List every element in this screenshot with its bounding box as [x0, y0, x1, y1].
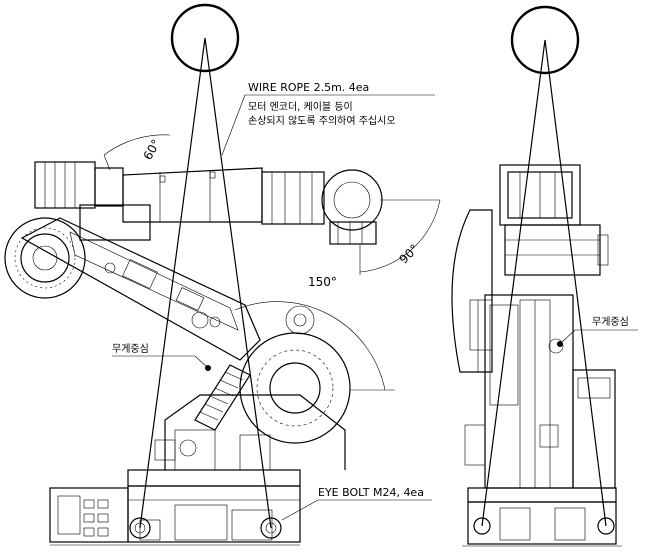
left-base	[49, 469, 301, 546]
right-wire-ropes	[481, 39, 607, 527]
left-crane-hook	[170, 3, 240, 73]
left-view: 60° 90° 150° WIRE ROPE 2.5m. 4ea 모터 엔코더,…	[4, 3, 441, 546]
angle-wrist-label: 90°	[397, 242, 422, 267]
right-cog-callout: 무게중심	[557, 316, 638, 347]
left-eye-bolt-front	[129, 517, 151, 539]
left-arm-angle-dim: 150°	[234, 275, 395, 391]
right-arm-top	[499, 164, 609, 276]
eye-bolt-label: EYE BOLT M24, 4ea	[318, 486, 424, 499]
wire-rope-callout: WIRE ROPE 2.5m. 4ea 모터 엔코더, 케이블 등이 손상되지 …	[221, 81, 435, 156]
cog-left-label: 무게중심	[112, 343, 149, 355]
left-forearm-tube	[122, 167, 263, 223]
cog-right-label: 무게중심	[592, 316, 629, 328]
caution-line1: 모터 엔코더, 케이블 등이	[248, 101, 353, 113]
right-body	[464, 294, 616, 489]
eye-bolt-callout: EYE BOLT M24, 4ea	[281, 486, 432, 521]
wire-rope-label: WIRE ROPE 2.5m. 4ea	[248, 81, 369, 94]
left-upper-arm	[20, 217, 261, 361]
right-eye-bolt-right	[597, 517, 615, 535]
left-shoulder-joint	[239, 305, 351, 444]
left-forearm-housing	[34, 161, 151, 241]
angle-arm-label: 150°	[308, 275, 337, 289]
left-eye-bolt-rear	[260, 517, 282, 539]
left-rope-angle-dim: 60°	[103, 134, 171, 171]
left-wire-ropes	[139, 37, 272, 529]
left-elbow-joint	[4, 217, 86, 299]
right-eye-bolt-left	[473, 517, 491, 535]
right-crane-hook	[510, 5, 580, 75]
caution-line2: 손상되지 않도록 주의하여 주십시오	[248, 114, 396, 127]
right-side-cover	[451, 209, 493, 373]
right-view: 무게중심	[451, 5, 638, 547]
left-wrist	[261, 169, 383, 245]
left-cog-callout: 무게중심	[112, 343, 211, 371]
angle-rope-label: 60°	[141, 137, 164, 162]
left-wrist-angle-dim: 90°	[359, 199, 441, 275]
right-base	[462, 487, 622, 547]
left-turret	[154, 394, 346, 471]
